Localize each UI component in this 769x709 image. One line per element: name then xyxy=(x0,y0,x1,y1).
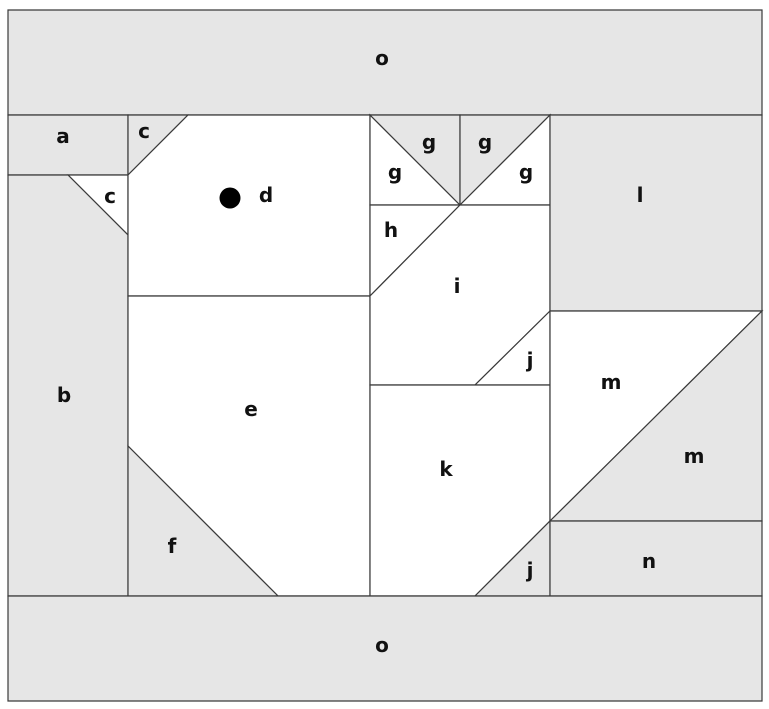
label-m-lower: m xyxy=(684,444,705,468)
label-j-lower: j xyxy=(526,558,534,582)
piece-o-bottom xyxy=(7,595,763,702)
label-g-top2: g xyxy=(478,130,492,154)
label-h: h xyxy=(384,218,398,242)
label-m-upper: m xyxy=(601,370,622,394)
label-o-top: o xyxy=(375,46,389,70)
label-d: d xyxy=(259,183,273,207)
piece-l xyxy=(549,114,763,312)
label-a: a xyxy=(56,124,70,148)
label-c-upper: c xyxy=(138,119,150,143)
label-n: n xyxy=(642,549,656,573)
label-g-left: g xyxy=(388,160,402,184)
label-k: k xyxy=(439,457,453,481)
label-l: l xyxy=(637,183,644,207)
label-i: i xyxy=(454,274,461,298)
marker-dot xyxy=(219,187,241,209)
label-b: b xyxy=(57,383,71,407)
label-j-upper: j xyxy=(526,348,534,372)
label-g-top1: g xyxy=(422,130,436,154)
label-g-right: g xyxy=(519,160,533,184)
label-e: e xyxy=(244,397,258,421)
label-o-bottom: o xyxy=(375,633,389,657)
label-c-lower: c xyxy=(104,184,116,208)
piece-d xyxy=(127,114,371,297)
label-f: f xyxy=(168,534,177,558)
